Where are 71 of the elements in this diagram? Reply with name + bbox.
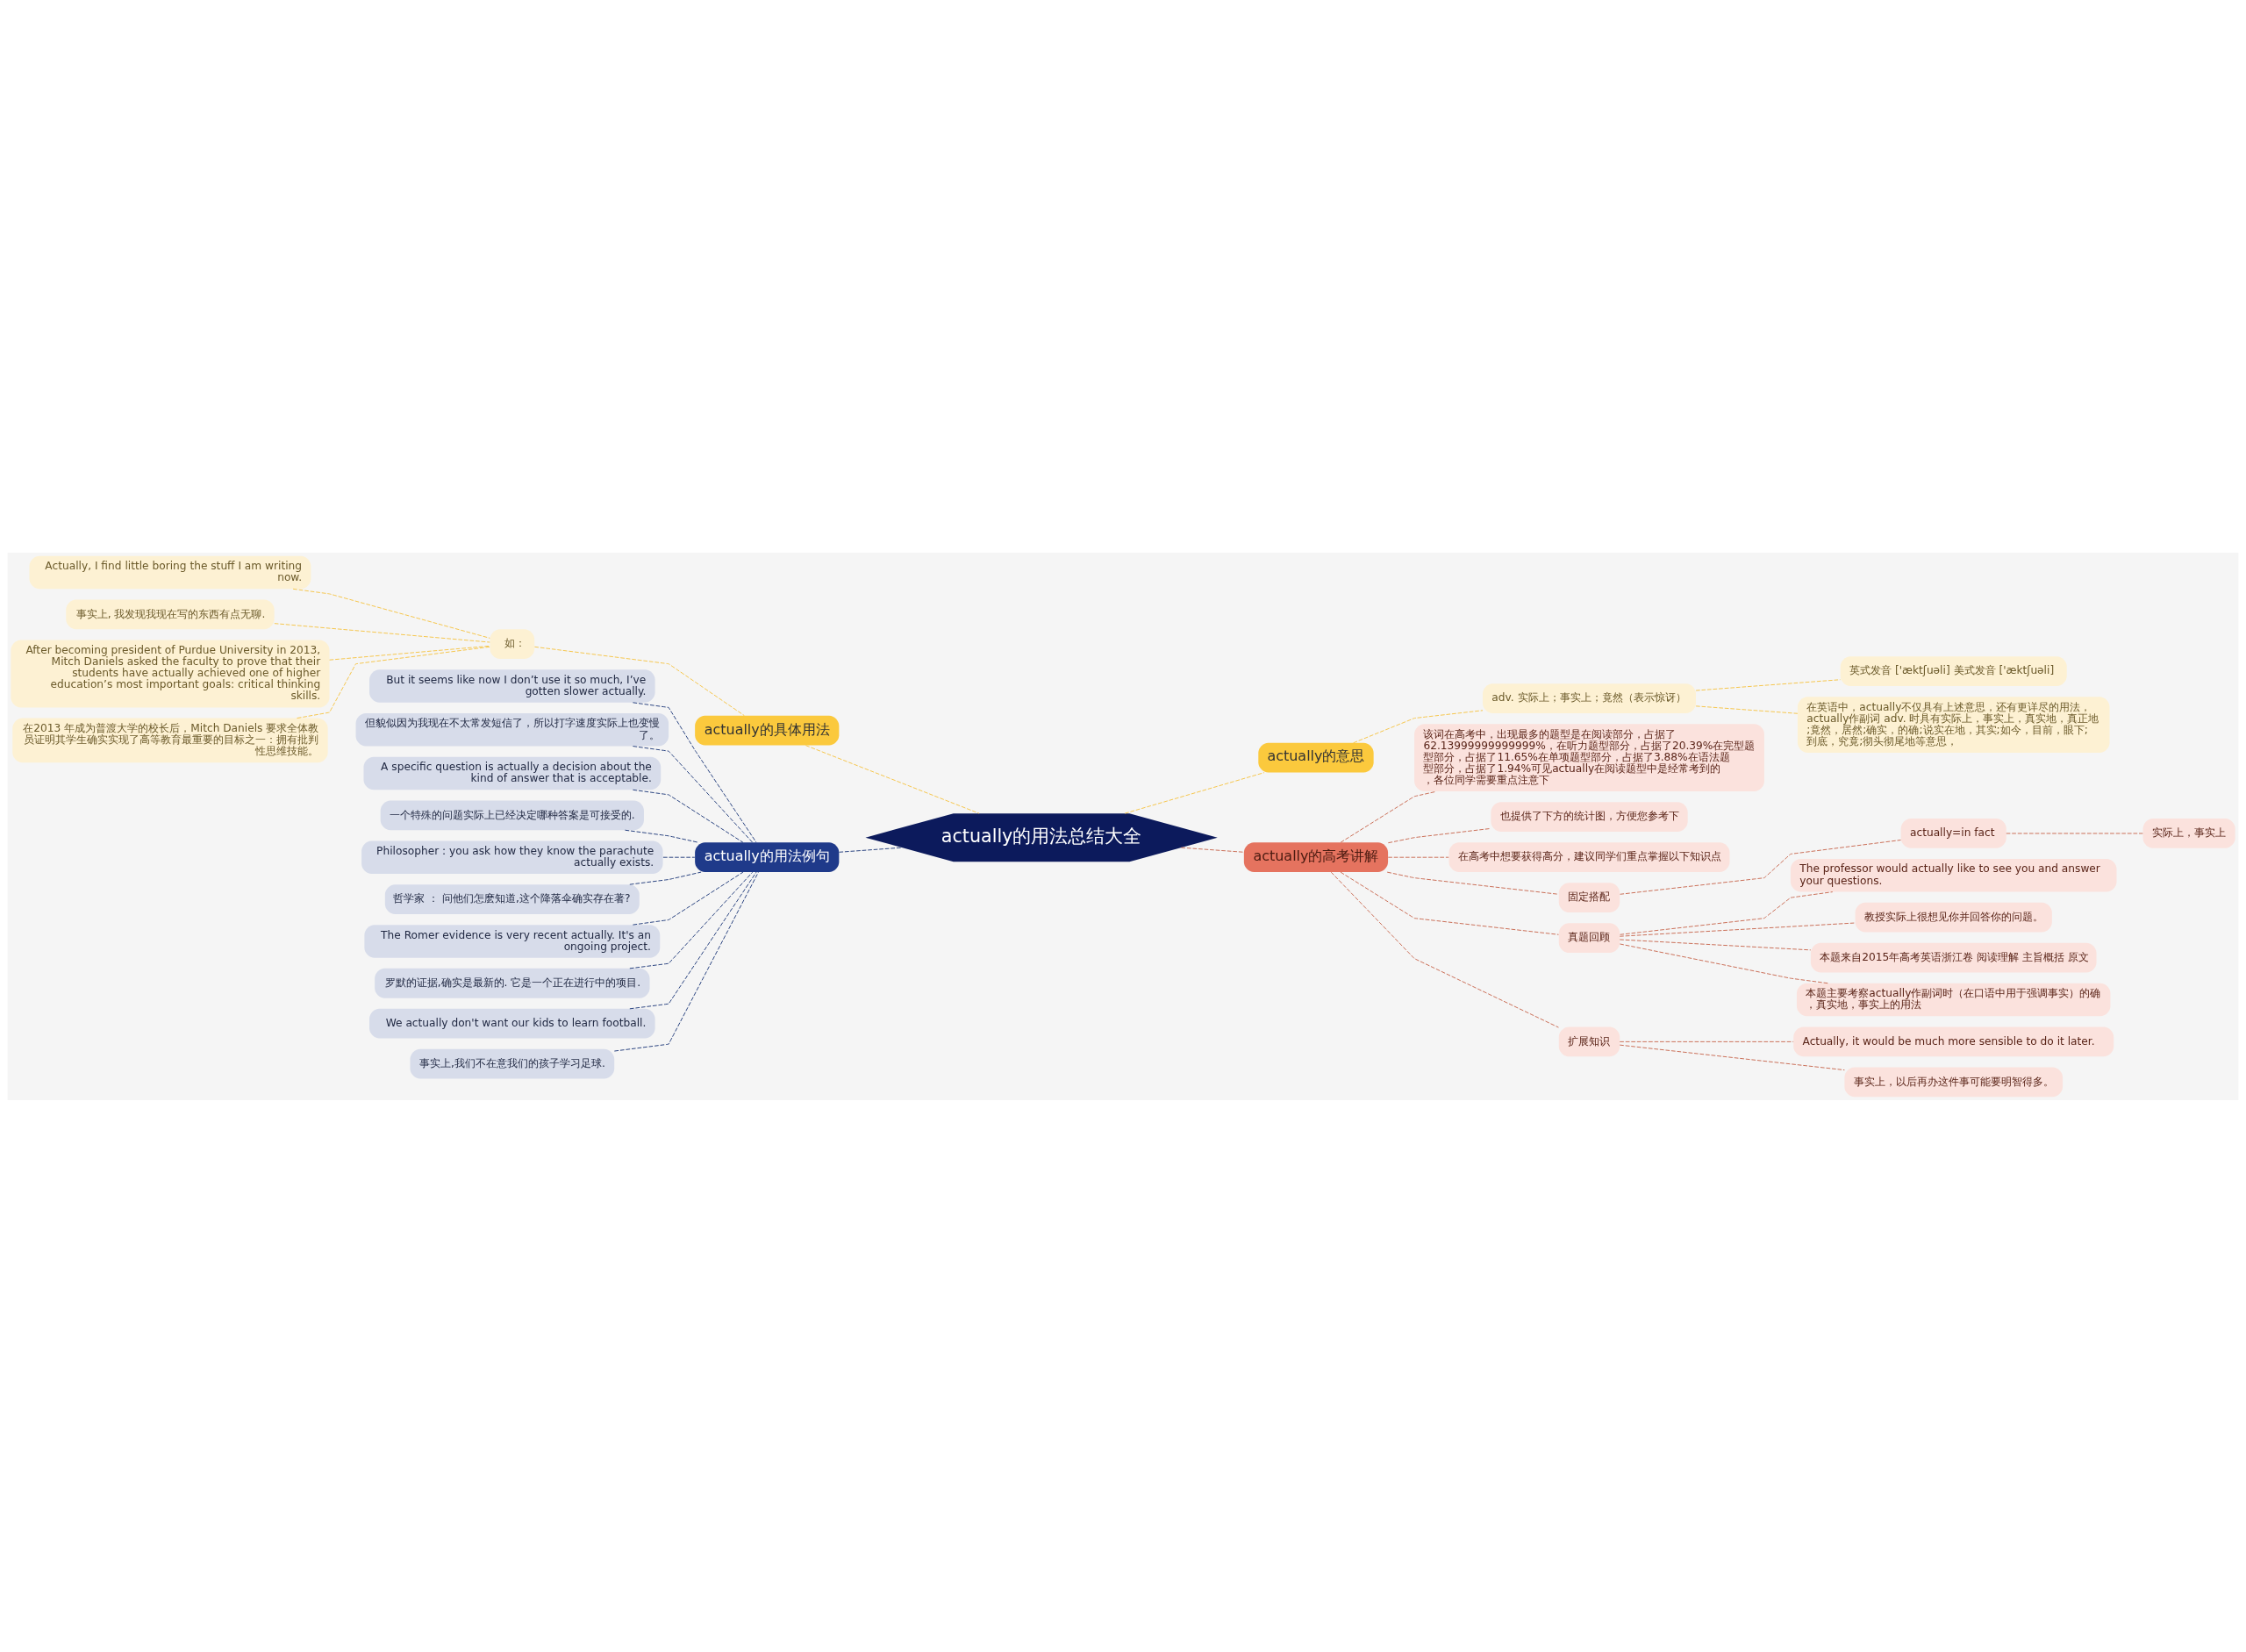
node-box: 固定搭配 [1558,882,1620,912]
node-box: actually的具体用法 [695,715,840,746]
connector [1619,943,1828,983]
node-box: 事实上,我们不在意我们的孩子学习足球. [410,1048,615,1079]
connector [1330,871,1559,1028]
node-box: 也提供了下方的统计图，方便您参考下 [1491,801,1688,832]
node-box: 如： [490,628,535,659]
node-box: 在高考中想要获得高分，建议同学们重点掌握以下知识点 [1448,841,1730,872]
connector [839,847,903,853]
connector [1619,922,1856,937]
node-box: 事实上, 我发现我现在写的东西有点无聊. [66,599,275,629]
node-box: actually=in fact [1900,818,2006,848]
connector [1619,939,1812,950]
connector [1386,871,1559,895]
node-box: But it seems like now I don’t use it so much, I’ve gotten slower actually. [369,669,655,703]
node-box: After becoming president of Purdue University in 2013, Mitch Daniels asked the faculty to prove that their students have actually achieved one of higher education’s most important goals: critical thinking skills. [11,639,330,707]
connector [274,622,490,642]
connector [1695,704,1799,714]
node-box: 教授实际上很想见你并回答你的问题。 [1855,902,2052,933]
node-box: 英式发音 ['æktʃuəli] 美式发音 ['æktʃuəli] [1840,655,2067,686]
connector [1619,1044,1845,1070]
node-box: 在2013 年成为普渡大学的校长后，Mitch Daniels 要求全体教员证明其学生确实实现了高等教育最重要的目标之一：拥有批判性思维技能。 [12,718,328,762]
node-box: 在英语中，actually不仅具有上述意思，还有更详尽的用法，actually作副词 adv. 时具有实际上，事实上，真实地，真正地;竟然，居然;确实，的确;说实在地，其实;如今，目前，眼下;到底，究竟;彻头彻尾地等意思， [1797,696,2110,753]
node-box: 但貌似因为我现在不太常发短信了，所以打字速度实际上也变慢了。 [355,712,669,746]
connector [662,856,696,858]
node-box: Actually, it would be much more sensible to do it later. [1793,1026,2114,1056]
connector [329,645,490,661]
node-box: actually的用法例句 [695,841,840,872]
node-box: The professor would actually like to see you and answer your questions. [1790,858,2117,892]
node-box: actually的意思 [1258,742,1374,773]
node-box: adv. 实际上；事实上；竟然（表示惊讶） [1483,683,1696,713]
node-box: 本题来自2015年高考英语浙江卷 阅读理解 主旨概括 原文 [1810,942,2097,973]
connector [632,701,757,843]
node-box: Actually, I find little boring the stuff I am writing now. [29,555,311,589]
node-box: 本题主要考察actually作副词时（在口语中用于强调事实）的确，真实地，事实上的用法 [1796,983,2111,1016]
connector [1387,827,1491,843]
connector [629,871,702,885]
connector [625,829,699,843]
connector [1620,890,1834,935]
connector [632,789,744,843]
node-box: The Romer evidence is very recent actually. It's an ongoing project. [364,924,661,958]
connector [1180,847,1245,853]
connector [297,646,490,719]
connector [613,871,759,1051]
node-box: actually的高考讲解 [1243,841,1389,872]
connector [629,871,757,1009]
node-box: 实际上，事实上 [2142,818,2235,848]
connector [632,871,744,926]
connector [1340,871,1559,935]
node-box: 哲学家 ： 问他们怎麽知道,这个降落伞确实存在著? [384,883,640,914]
connector [1124,771,1265,814]
connector [629,871,754,969]
node-box: We actually don't want our kids to learn football. [369,1008,655,1039]
connector [1695,678,1841,690]
node-box: 罗默的证据,确实是最新的. 它是一个正在进行中的项目. [375,968,650,998]
node-box: 扩展知识 [1558,1026,1620,1056]
connector [1387,856,1449,858]
connector [533,646,745,716]
node-box: Philosopher : you ask how they know the parachute actually exists. [361,840,663,874]
node-box: A specific question is actually a decision about the kind of answer that is acceptable. [363,756,662,790]
connector [1620,839,1901,895]
node-box: 一个特殊的问题实际上已经决定哪种答案是可接受的. [380,799,644,830]
connector [292,588,490,639]
node-box: 该词在高考中，出现最多的题型是在阅读部分，占据了62.13999999999999%，在听力题型部分，占据了20.39%在完型题型部分，占据了11.65%在单项题型部分，占据了3.88%在语法题型部分，占据了1.94%可见actually在阅读题型中是经常考到的，各位同学需要重点注意下 [1414,723,1764,791]
connector [1353,709,1484,743]
connector [805,744,980,814]
connector [1340,790,1437,843]
node-box: 事实上，以后再办这件事可能要明智得多。 [1844,1066,2064,1097]
connector [632,745,754,843]
connector [1619,1041,1794,1042]
node-box: 真题回顾 [1558,922,1620,953]
